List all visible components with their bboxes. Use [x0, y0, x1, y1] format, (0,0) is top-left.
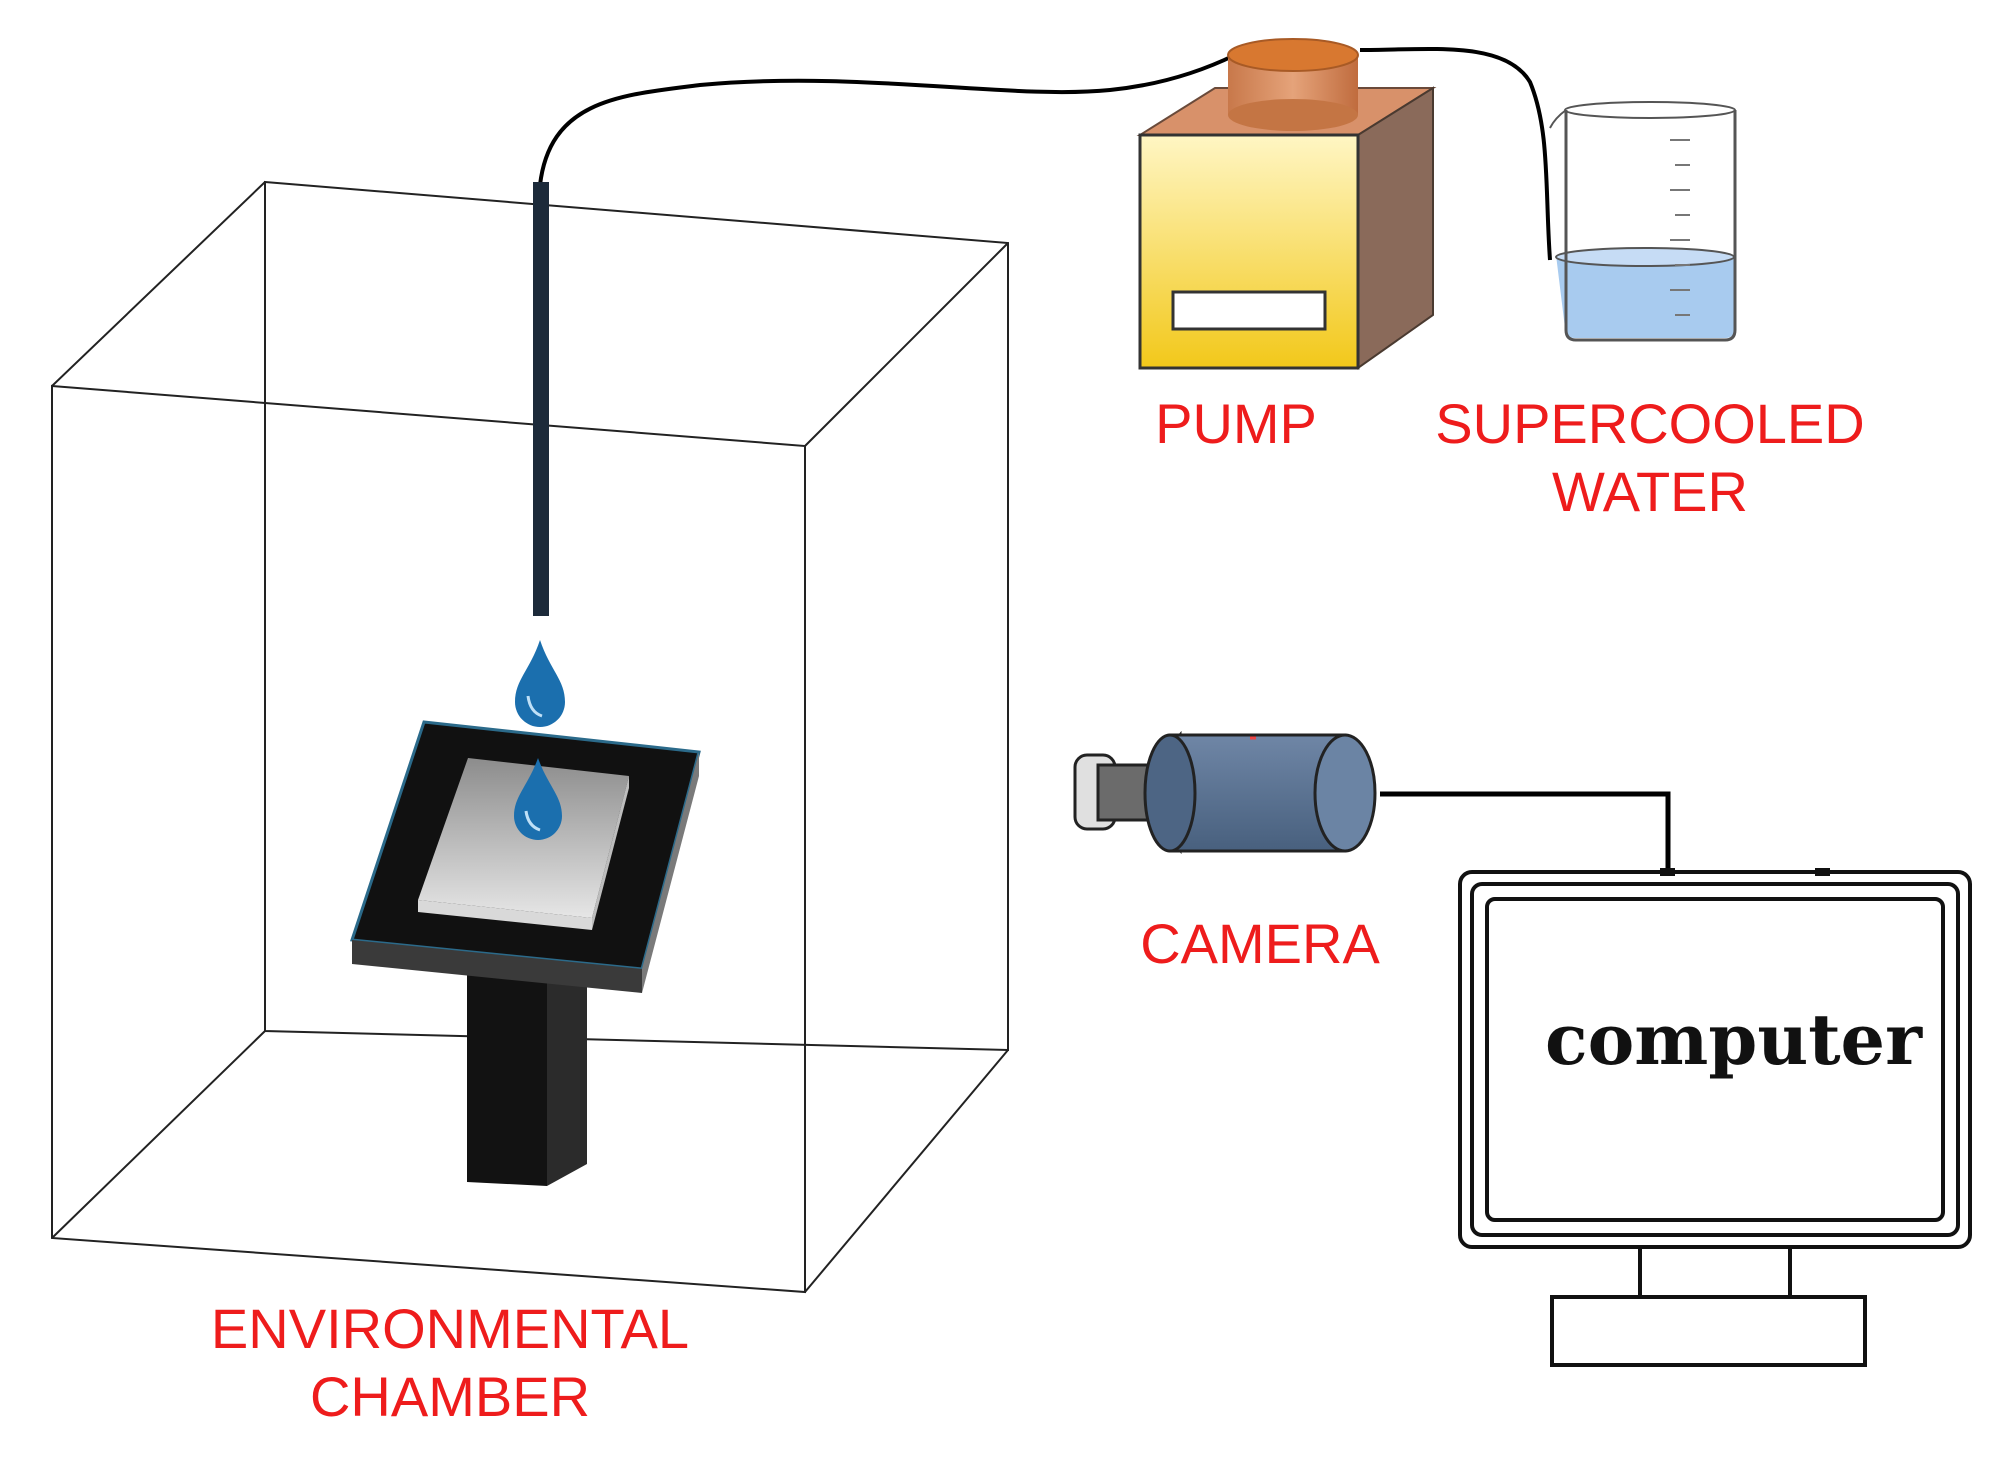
computer-monitor [1458, 868, 1972, 1367]
water-tube [533, 46, 1552, 616]
surface-droplet-icon [514, 758, 562, 840]
pump-display [1171, 290, 1327, 331]
sample-stand [467, 944, 587, 1186]
camera-icon [1073, 730, 1377, 855]
label-water-line1: SUPERCOOLED [1435, 392, 1865, 455]
label-camera: CAMERA [1110, 910, 1410, 978]
beaker [1549, 101, 1737, 342]
computer-screen-text: computer [1545, 998, 1922, 1081]
label-supercooled-water: SUPERCOOLED WATER [1430, 390, 1870, 526]
label-water-line2: WATER [1552, 460, 1748, 523]
label-chamber-line1: ENVIRONMENTAL [210, 1297, 690, 1360]
label-camera-text: CAMERA [1140, 912, 1380, 975]
sample-surface [418, 758, 629, 930]
label-environmental-chamber: ENVIRONMENTAL CHAMBER [170, 1295, 730, 1431]
label-pump-text: PUMP [1155, 392, 1317, 455]
pump [1136, 38, 1437, 370]
falling-droplet-icon [515, 640, 565, 727]
camera-cable [1380, 791, 1671, 872]
environmental-chamber [51, 180, 1009, 1294]
label-pump: PUMP [1136, 390, 1336, 458]
label-chamber-line2: CHAMBER [309, 1365, 591, 1428]
